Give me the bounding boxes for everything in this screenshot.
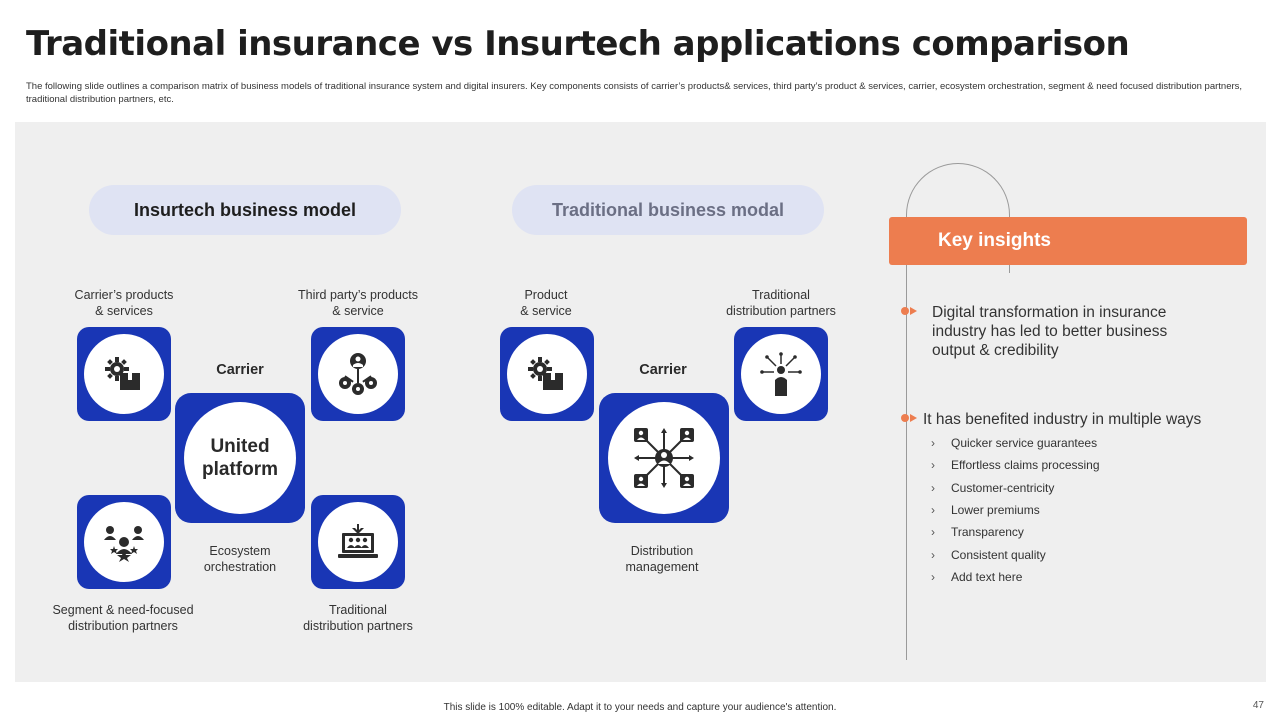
distribution-management-node (599, 393, 729, 523)
chevron-right-icon: › (931, 525, 935, 539)
insight-point-1: Digital transformation in insurance indu… (901, 303, 1192, 360)
insight-point-1-text: Digital transformation in insurance indu… (932, 304, 1168, 359)
united-platform-text: United platform (202, 436, 278, 480)
traditional-partners-node (311, 495, 405, 589)
gear-box-icon (105, 357, 140, 390)
product-service-node (500, 327, 594, 421)
chevron-right-icon: › (931, 436, 935, 450)
slide-title: Traditional insurance vs Insurtech appli… (26, 24, 1130, 64)
slide-subtitle: The following slide outlines a compariso… (26, 81, 1243, 105)
bullet-marker-icon (901, 303, 923, 317)
insurtech-heading-pill: Insurtech business model (89, 185, 401, 235)
chevron-right-icon: › (931, 458, 935, 472)
insurtech-top-left-label: Carrier’s products & services (74, 288, 174, 318)
traditional-top-left-label: Product & service (520, 288, 572, 318)
key-insights-header: Key insights (889, 217, 1247, 265)
united-platform-node: United platform (175, 393, 305, 523)
traditional-carrier-label: Carrier (639, 362, 687, 378)
slide-footer: This slide is 100% editable. Adapt it to… (443, 702, 837, 713)
insights-timeline-line (906, 214, 907, 660)
distribution-network-icon (634, 428, 694, 488)
benefit-item: ›Customer-centricity (931, 481, 1055, 495)
benefit-item[interactable]: ›Add text here (931, 570, 1023, 584)
network-people-icon (339, 353, 377, 395)
insurtech-carrier-label: Carrier (216, 362, 264, 378)
ecosystem-orchestration-label: Ecosystem orchestration (203, 544, 277, 574)
chevron-right-icon: › (931, 503, 935, 517)
insurtech-bottom-right-label: Traditional distribution partners (303, 603, 413, 633)
chevron-right-icon: › (931, 548, 935, 562)
traditional-top-right-label: Traditional distribution partners (726, 288, 836, 318)
people-star-icon (104, 526, 144, 562)
carrier-products-node (77, 327, 171, 421)
insurtech-top-right-label: Third party’s products & service (298, 288, 418, 318)
key-insights-title: Key insights (938, 230, 1051, 251)
benefit-item: ›Lower premiums (931, 503, 1040, 517)
traditional-distribution-node (734, 327, 828, 421)
insight-point-2: It has benefited industry in multiple wa… (901, 410, 1201, 429)
leader-arrows-icon (760, 352, 802, 396)
benefit-item: ›Consistent quality (931, 548, 1046, 562)
benefit-item: ›Transparency (931, 525, 1024, 539)
insight-point-2-text: It has benefited industry in multiple wa… (923, 411, 1202, 428)
traditional-heading-pill: Traditional business modal (512, 185, 824, 235)
chevron-right-icon: › (931, 570, 935, 584)
distribution-management-label: Distribution management (625, 544, 699, 574)
page-number: 47 (1252, 700, 1264, 711)
benefit-item: ›Quicker service guarantees (931, 436, 1098, 450)
benefit-item: ›Effortless claims processing (931, 458, 1100, 472)
third-party-products-node (311, 327, 405, 421)
presentation-laptop-icon (338, 524, 378, 558)
segment-partners-node (77, 495, 171, 589)
insurtech-bottom-left-label: Segment & need-focused distribution part… (52, 603, 194, 633)
gear-box-icon (528, 357, 563, 390)
chevron-right-icon: › (931, 481, 935, 495)
bullet-marker-icon (901, 410, 923, 424)
